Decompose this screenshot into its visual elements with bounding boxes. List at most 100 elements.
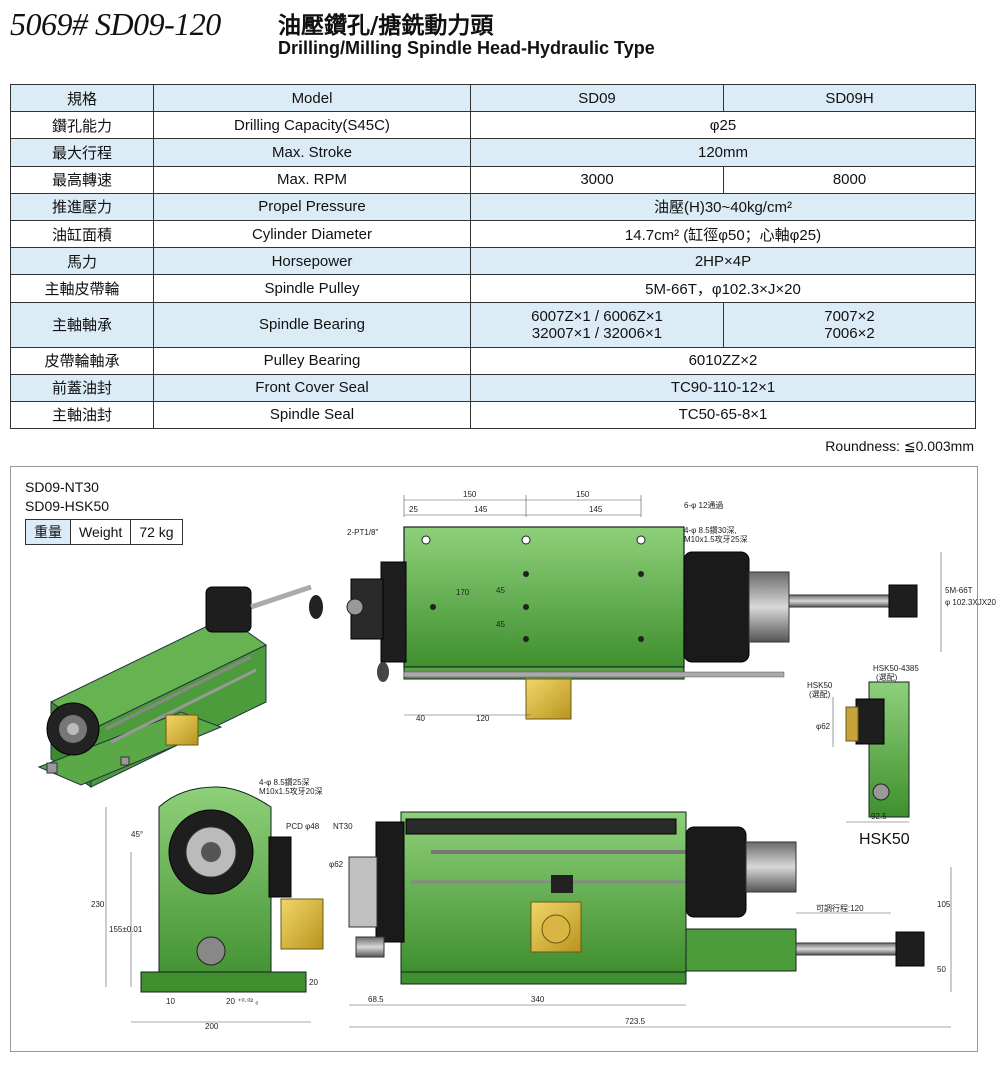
dim-105: 105	[937, 900, 951, 909]
row-label-en: Spindle Bearing	[153, 301, 471, 348]
note-front-tap-2: M10x1.5攻牙20深	[259, 786, 323, 796]
dim-10: 10	[166, 997, 175, 1006]
row-label-en: Drilling Capacity(S45C)	[153, 111, 471, 140]
weight-table: 重量 Weight 72 kg	[25, 519, 183, 545]
row-value: 2HP×4P	[470, 247, 976, 276]
weight-label-zh: 重量	[25, 519, 71, 545]
row-label-en: Front Cover Seal	[153, 373, 471, 402]
note-nt30: NT30	[333, 822, 353, 831]
header-cell: SD09	[470, 83, 724, 113]
bearing-b-line1: 7007×2	[824, 307, 875, 325]
row-label-zh: 主軸軸承	[10, 301, 154, 348]
table-header-row: 規格 Model SD09 SD09H	[10, 83, 976, 113]
dim-150b: 150	[576, 490, 590, 499]
table-row: 鑽孔能力 Drilling Capacity(S45C) φ25	[10, 111, 976, 140]
header-cell: 規格	[10, 83, 154, 113]
weight-value: 72 kg	[130, 519, 183, 545]
row-value: TC50-65-8×1	[470, 400, 976, 430]
row-label-en: Propel Pressure	[153, 192, 471, 221]
row-label-zh: 最大行程	[10, 138, 154, 167]
hsk50-caption: HSK50	[859, 831, 910, 848]
iso-view	[37, 584, 323, 788]
row-label-en: Cylinder Diameter	[153, 219, 471, 249]
table-row: 前蓋油封 Front Cover Seal TC90-110-12×1	[10, 373, 976, 402]
model-number: 5069# SD09-120	[10, 6, 221, 42]
note-tap-2: M10x1.5攻牙25深	[684, 534, 748, 544]
dim-200: 200	[205, 1022, 219, 1031]
table-row: 最高轉速 Max. RPM 3000 8000	[10, 165, 976, 194]
row-label-zh: 推進壓力	[10, 192, 154, 221]
bearing-a-line2: 32007×1 / 32006×1	[531, 324, 663, 342]
note-hsk4385: HSK50-4385	[873, 664, 919, 673]
table-row: 最大行程 Max. Stroke 120mm	[10, 138, 976, 167]
note-tap-1: 4-φ 8.5鑽30深,	[684, 525, 737, 535]
table-row: 推進壓力 Propel Pressure 油壓(H)30~40kg/cm²	[10, 192, 976, 221]
note-hsk50-opt: (選配)	[809, 689, 831, 699]
note-hsk4385-opt: (選配)	[876, 672, 898, 682]
row-label-zh: 主軸皮帶輪	[10, 274, 154, 303]
row-label-en: Max. RPM	[153, 165, 471, 194]
dim-150a: 150	[463, 490, 477, 499]
note-hsk50-small: HSK50	[807, 681, 833, 690]
weight-label-en: Weight	[69, 519, 132, 545]
row-label-en: Spindle Pulley	[153, 274, 471, 303]
row-label-en: Pulley Bearing	[153, 346, 471, 375]
row-value-a: 3000	[470, 165, 724, 194]
dim-45deg: 45°	[131, 830, 143, 839]
top-view	[346, 495, 942, 720]
dim-50: 50	[937, 965, 946, 974]
bearing-b-line2: 7006×2	[824, 324, 875, 342]
note-stroke: 可調行程:120	[816, 903, 864, 913]
dim-230: 230	[91, 900, 105, 909]
row-label-zh: 鑽孔能力	[10, 111, 154, 140]
row-value-b: 8000	[723, 165, 976, 194]
table-row: 油缸面積 Cylinder Diameter 14.7cm² (缸徑φ50；心軸…	[10, 219, 976, 249]
row-label-zh: 油缸面積	[10, 219, 154, 249]
dim-20-tol: 20 ⁺⁰·⁰² ₀	[226, 997, 259, 1006]
row-value: 6010ZZ×2	[470, 346, 976, 375]
row-label-zh: 最高轉速	[10, 165, 154, 194]
note-pt: 2-PT1/8"	[347, 528, 378, 537]
row-label-en: Horsepower	[153, 247, 471, 276]
row-label-zh: 馬力	[10, 247, 154, 276]
dim-25: 25	[409, 505, 418, 514]
row-value: TC90-110-12×1	[470, 373, 976, 402]
note-front-tap-1: 4-φ 8.5鑽25深	[259, 777, 310, 787]
dim-d62a: φ62	[816, 722, 831, 731]
front-view	[105, 786, 324, 1023]
dim-145a: 145	[474, 505, 488, 514]
dim-40: 40	[416, 714, 425, 723]
note-holes-through: 6-φ 12通過	[684, 500, 723, 510]
row-value: 油壓(H)30~40kg/cm²	[470, 192, 976, 221]
header-cell: Model	[153, 83, 471, 113]
dim-68-5: 68.5	[368, 995, 384, 1004]
technical-drawing: 150 150 25 145 145 6-φ 12通過 4-φ 8.5鑽30深,…	[37, 490, 996, 1031]
hsk50-detail	[832, 681, 910, 823]
table-row: 主軸皮帶輪 Spindle Pulley 5M-66T，φ102.3×J×20	[10, 274, 976, 303]
row-label-zh: 皮帶輪軸承	[10, 346, 154, 375]
dim-120: 120	[476, 714, 490, 723]
side-view	[348, 811, 952, 1028]
row-value: 14.7cm² (缸徑φ50；心軸φ25)	[470, 219, 976, 249]
title-english: Drilling/Milling Spindle Head-Hydraulic …	[278, 38, 655, 58]
note-pcd: PCD φ48	[286, 822, 320, 831]
dim-155: 155±0.01	[109, 925, 143, 934]
row-value: 120mm	[470, 138, 976, 167]
table-row: 主軸油封 Spindle Seal TC50-65-8×1	[10, 400, 976, 430]
variant-label: SD09-NT30	[25, 479, 99, 495]
roundness-note: Roundness: ≦0.003mm	[825, 438, 974, 454]
row-value: φ25	[470, 111, 976, 140]
bearing-a-line1: 6007Z×1 / 6006Z×1	[531, 307, 663, 325]
dim-20: 20	[309, 978, 318, 987]
row-value: 5M-66T，φ102.3×J×20	[470, 274, 976, 303]
dim-723-5: 723.5	[625, 1017, 646, 1026]
row-label-en: Spindle Seal	[153, 400, 471, 430]
table-row: 皮帶輪軸承 Pulley Bearing 6010ZZ×2	[10, 346, 976, 375]
dim-170: 170	[456, 588, 470, 597]
spec-table: 規格 Model SD09 SD09H 鑽孔能力 Drilling Capaci…	[10, 83, 976, 430]
row-label-en: Max. Stroke	[153, 138, 471, 167]
row-label-zh: 前蓋油封	[10, 373, 154, 402]
header-cell: SD09H	[723, 83, 976, 113]
